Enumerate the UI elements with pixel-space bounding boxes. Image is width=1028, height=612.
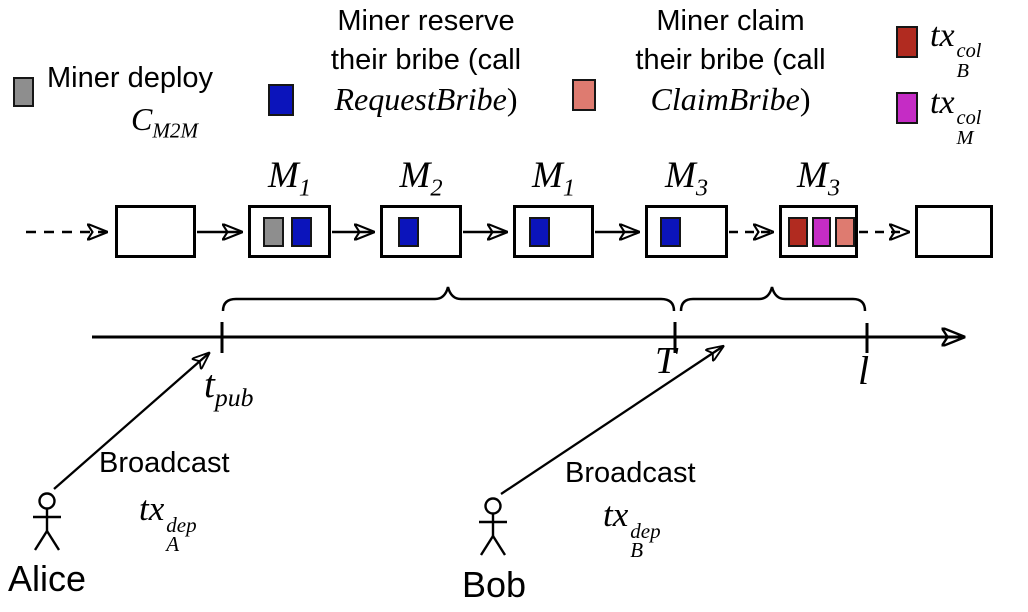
alice-leg-right	[45, 530, 61, 551]
block-empty-right	[915, 205, 993, 258]
block-label-m3-a: M3	[664, 155, 709, 202]
block-m2	[380, 205, 462, 258]
legend-deploy-swatch	[13, 77, 34, 107]
bob-head	[484, 497, 502, 515]
block-label-m2: M2	[399, 155, 443, 202]
tx-reserve-square	[398, 216, 419, 247]
legend-txB-swatch	[896, 26, 918, 58]
bob-leg-left	[479, 535, 495, 556]
tx-claim-square	[835, 216, 856, 247]
block-m1-a	[248, 205, 331, 258]
alice-broadcast-label: Broadcast	[99, 447, 230, 479]
block-label-m3-b: M3	[796, 155, 841, 202]
brace-tpub-to-T	[221, 286, 676, 312]
alice-leg-left	[33, 530, 49, 551]
block-m1-b	[513, 205, 594, 258]
bob-leg-right	[491, 535, 507, 556]
legend-claim-text: Miner claim their bribe (call ClaimBribe…	[635, 5, 826, 117]
label-T: T	[655, 340, 677, 382]
legend-txM-swatch	[896, 92, 918, 124]
block-m3-a	[645, 205, 728, 258]
alice-stick-figure	[33, 492, 61, 551]
tx-reserve-square	[529, 216, 550, 247]
bob-broadcast-arrow	[500, 347, 722, 495]
legend-reserve-swatch	[268, 84, 294, 116]
tx-col-b-square	[788, 216, 808, 247]
label-l: l	[858, 348, 870, 393]
bob-broadcast-label: Broadcast	[565, 457, 696, 489]
block-empty-left	[115, 205, 196, 258]
bob-stick-figure	[479, 497, 507, 556]
alice-broadcast-arrow	[53, 354, 208, 490]
tx-deploy-square	[263, 216, 284, 247]
block-label-m1-b: M1	[531, 155, 576, 202]
label-tpub: tpub	[204, 363, 254, 412]
legend-deploy-line1: Miner deploy	[47, 62, 214, 94]
tx-col-m-square	[811, 216, 832, 247]
bob-name-label: Bob	[462, 564, 527, 605]
alice-head	[38, 492, 56, 510]
legend-reserve-text: Miner reserve their bribe (call RequestB…	[330, 5, 522, 117]
alice-name-label: Alice	[8, 558, 87, 599]
legend-claim-swatch	[572, 79, 596, 111]
legend-deploy-math: CM2M	[131, 101, 199, 143]
tx-reserve-square	[660, 216, 681, 247]
block-label-m1-a: M1	[267, 155, 312, 202]
brace-T-to-l	[679, 286, 867, 312]
block-m3-b	[779, 205, 858, 258]
tx-reserve-square	[291, 216, 312, 247]
